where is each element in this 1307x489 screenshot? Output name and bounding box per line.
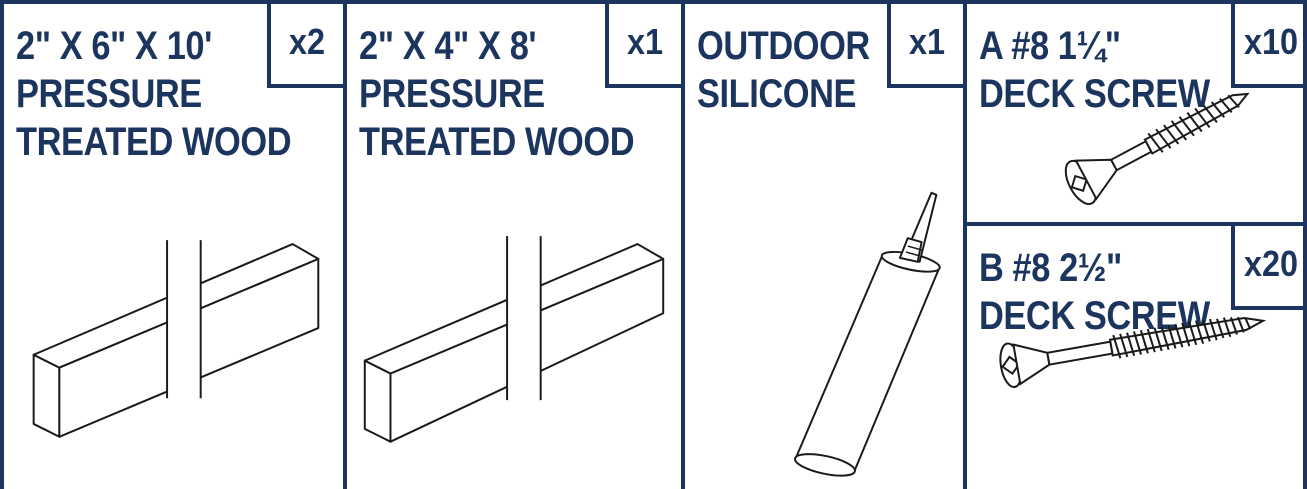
quantity-badge: x1 [887, 4, 963, 88]
quantity-label: x20 [1243, 243, 1299, 284]
part-panel-deck-screws: A #8 1¼" DECK SCREW x10 [967, 4, 1303, 489]
screw-neck [1012, 343, 1051, 386]
part-title: A #8 1¼" DECK SCREW [979, 22, 1210, 118]
part-title-line: 2" x 4" x 8' [359, 24, 537, 68]
break-lines [506, 236, 542, 401]
tube-body [794, 254, 941, 472]
part-title-line: SILICONE [697, 72, 857, 116]
part-cell-screw-a: A #8 1¼" DECK SCREW x10 [967, 4, 1303, 226]
nozzle-detail [905, 245, 922, 257]
screw-shank [1109, 139, 1153, 172]
thread-marks [1147, 94, 1240, 153]
quantity-label: x1 [626, 21, 664, 62]
thread-marks [1112, 316, 1252, 359]
part-title: 2" x 6" x 10' PRESSURE TREATED WOOD [16, 22, 292, 166]
part-panel-outdoor-silicone: OUTDOOR SILICONE x1 [685, 4, 967, 489]
quantity-badge: x10 [1231, 4, 1303, 88]
break-gap [507, 230, 541, 405]
tube-collar [898, 237, 923, 263]
quantity-label: x10 [1243, 21, 1299, 62]
part-title-line: 2" x 6" x 10' [16, 24, 212, 68]
board-end-face [363, 359, 392, 443]
part-cell-screw-b: B #8 2½" DECK SCREW x20 [967, 226, 1303, 489]
quantity-badge: x2 [267, 4, 343, 88]
part-title-line: B #8 2½" [979, 246, 1122, 290]
break-lines [166, 240, 202, 399]
quantity-badge: x1 [605, 4, 681, 88]
screw-shank [1046, 340, 1114, 366]
break-gap [167, 232, 201, 403]
quantity-label: x2 [288, 21, 326, 62]
board-icon [32, 232, 320, 438]
part-title-line: PRESSURE [16, 72, 202, 116]
part-title-line: DECK SCREW [979, 72, 1210, 116]
quantity-label: x1 [908, 21, 946, 62]
part-title: 2" x 4" x 8' PRESSURE TREATED WOOD [359, 22, 635, 166]
caulk-tube-icon [794, 191, 941, 477]
part-panel-2x4-board: 2" x 4" x 8' PRESSURE TREATED WOOD x1 [347, 4, 685, 489]
part-title-line: TREATED WOOD [16, 120, 292, 164]
part-title-line: OUTDOOR [697, 24, 870, 68]
short-screw-icon [1064, 92, 1250, 205]
board-end-face [32, 353, 61, 438]
board-icon [363, 230, 665, 443]
part-title-line: A #8 1¼" [979, 24, 1121, 68]
tube-bottom [794, 453, 856, 477]
part-panel-2x6-board: 2" x 6" x 10' PRESSURE TREATED WOOD x2 [4, 4, 347, 489]
screw-drive [1070, 174, 1088, 192]
quantity-badge: x20 [1231, 226, 1303, 310]
screw-drive [1001, 355, 1021, 376]
part-title: OUTDOOR SILICONE [697, 22, 870, 118]
long-screw-icon [999, 316, 1267, 389]
part-title-line: PRESSURE [359, 72, 545, 116]
part-title-line: TREATED WOOD [359, 120, 635, 164]
